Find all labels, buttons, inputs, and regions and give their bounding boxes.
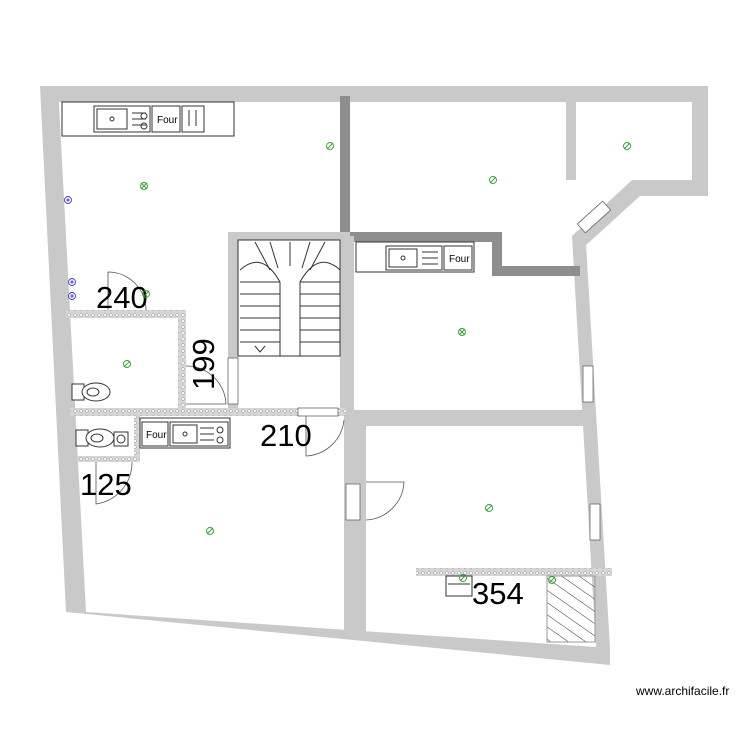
dimensions: 240 199 210 125 354	[80, 280, 524, 611]
wall-bath-right	[178, 310, 186, 408]
window-center	[345, 483, 361, 521]
window-right-2	[589, 503, 601, 541]
oven-label: Four	[449, 254, 470, 265]
door-right-room	[365, 481, 405, 521]
kitchen-top-left: Four	[61, 101, 235, 137]
door-wc	[95, 461, 133, 505]
interior-walls	[66, 96, 612, 634]
light-icon	[485, 504, 493, 512]
wall-stair-top	[228, 232, 350, 240]
door-bath	[107, 271, 147, 311]
light-icon	[140, 182, 148, 190]
light-icon	[142, 290, 150, 298]
windows	[297, 200, 612, 541]
dim-354: 354	[472, 576, 524, 611]
wall-mid-right	[350, 410, 586, 426]
window-corridor	[297, 407, 339, 417]
wc-basin	[113, 431, 129, 447]
wall-right-main	[572, 236, 610, 648]
wall-bottom	[66, 612, 610, 665]
kitchen-top-center: Four	[355, 241, 475, 273]
stair-outline	[237, 239, 341, 357]
wall-right-upper	[692, 86, 708, 196]
oven-label: Four	[157, 115, 178, 126]
sink-corridor	[169, 421, 229, 447]
light-icon	[548, 576, 556, 584]
light-icon	[489, 176, 497, 184]
wall-stair-left	[228, 232, 238, 408]
wall-small-room-left	[566, 96, 576, 180]
oven-top-left	[151, 105, 181, 133]
dim-125: 125	[80, 467, 132, 502]
wall-top	[40, 86, 708, 102]
toilet-wc	[75, 428, 115, 448]
wall-kitchen-top	[350, 232, 502, 242]
credit-watermark: www.archifacile.fr	[635, 684, 729, 698]
wall-center-vertical-lower	[344, 416, 366, 634]
oven-top-center	[443, 245, 473, 271]
wall-center-top	[340, 96, 350, 236]
dim-210: 210	[260, 418, 312, 453]
light-icon	[623, 142, 631, 150]
door-bath-inner	[185, 365, 227, 405]
toilet-bathroom	[71, 382, 111, 402]
window-diag	[576, 200, 612, 234]
socket-icon	[68, 292, 76, 300]
door-corridor	[305, 416, 345, 457]
wall-bathroom-partition	[416, 568, 612, 576]
light-icon	[459, 574, 467, 582]
staircase	[237, 239, 341, 357]
light-icon	[206, 527, 214, 535]
wall-bath-top	[66, 310, 186, 318]
kitchen-corridor: Four	[139, 417, 231, 449]
dim-240: 240	[96, 280, 148, 315]
dim-199: 199	[186, 338, 221, 390]
light-icon	[326, 142, 334, 150]
window-right-1	[582, 365, 594, 403]
wall-wc-right	[134, 416, 140, 462]
shower-tray	[546, 575, 596, 643]
sanitary	[71, 382, 596, 643]
oven-corridor	[141, 421, 169, 447]
doors	[95, 271, 405, 521]
wall-left	[40, 86, 86, 612]
exterior-walls	[40, 86, 708, 665]
washbasin-bottom	[445, 575, 473, 597]
wall-corridor	[70, 408, 346, 416]
door-stair	[227, 357, 239, 405]
wall-wc-bottom	[78, 456, 140, 462]
wall-kitchen-right	[492, 266, 580, 276]
wall-center-vertical	[340, 236, 354, 416]
wall-kitchen-step	[492, 232, 502, 272]
light-icon	[123, 360, 131, 368]
socket-icon	[68, 278, 76, 286]
fridge-top-left	[181, 105, 205, 133]
light-icon	[458, 328, 466, 336]
socket-icon	[64, 196, 72, 204]
electrical-symbols	[64, 142, 631, 584]
oven-label: Four	[146, 430, 167, 441]
